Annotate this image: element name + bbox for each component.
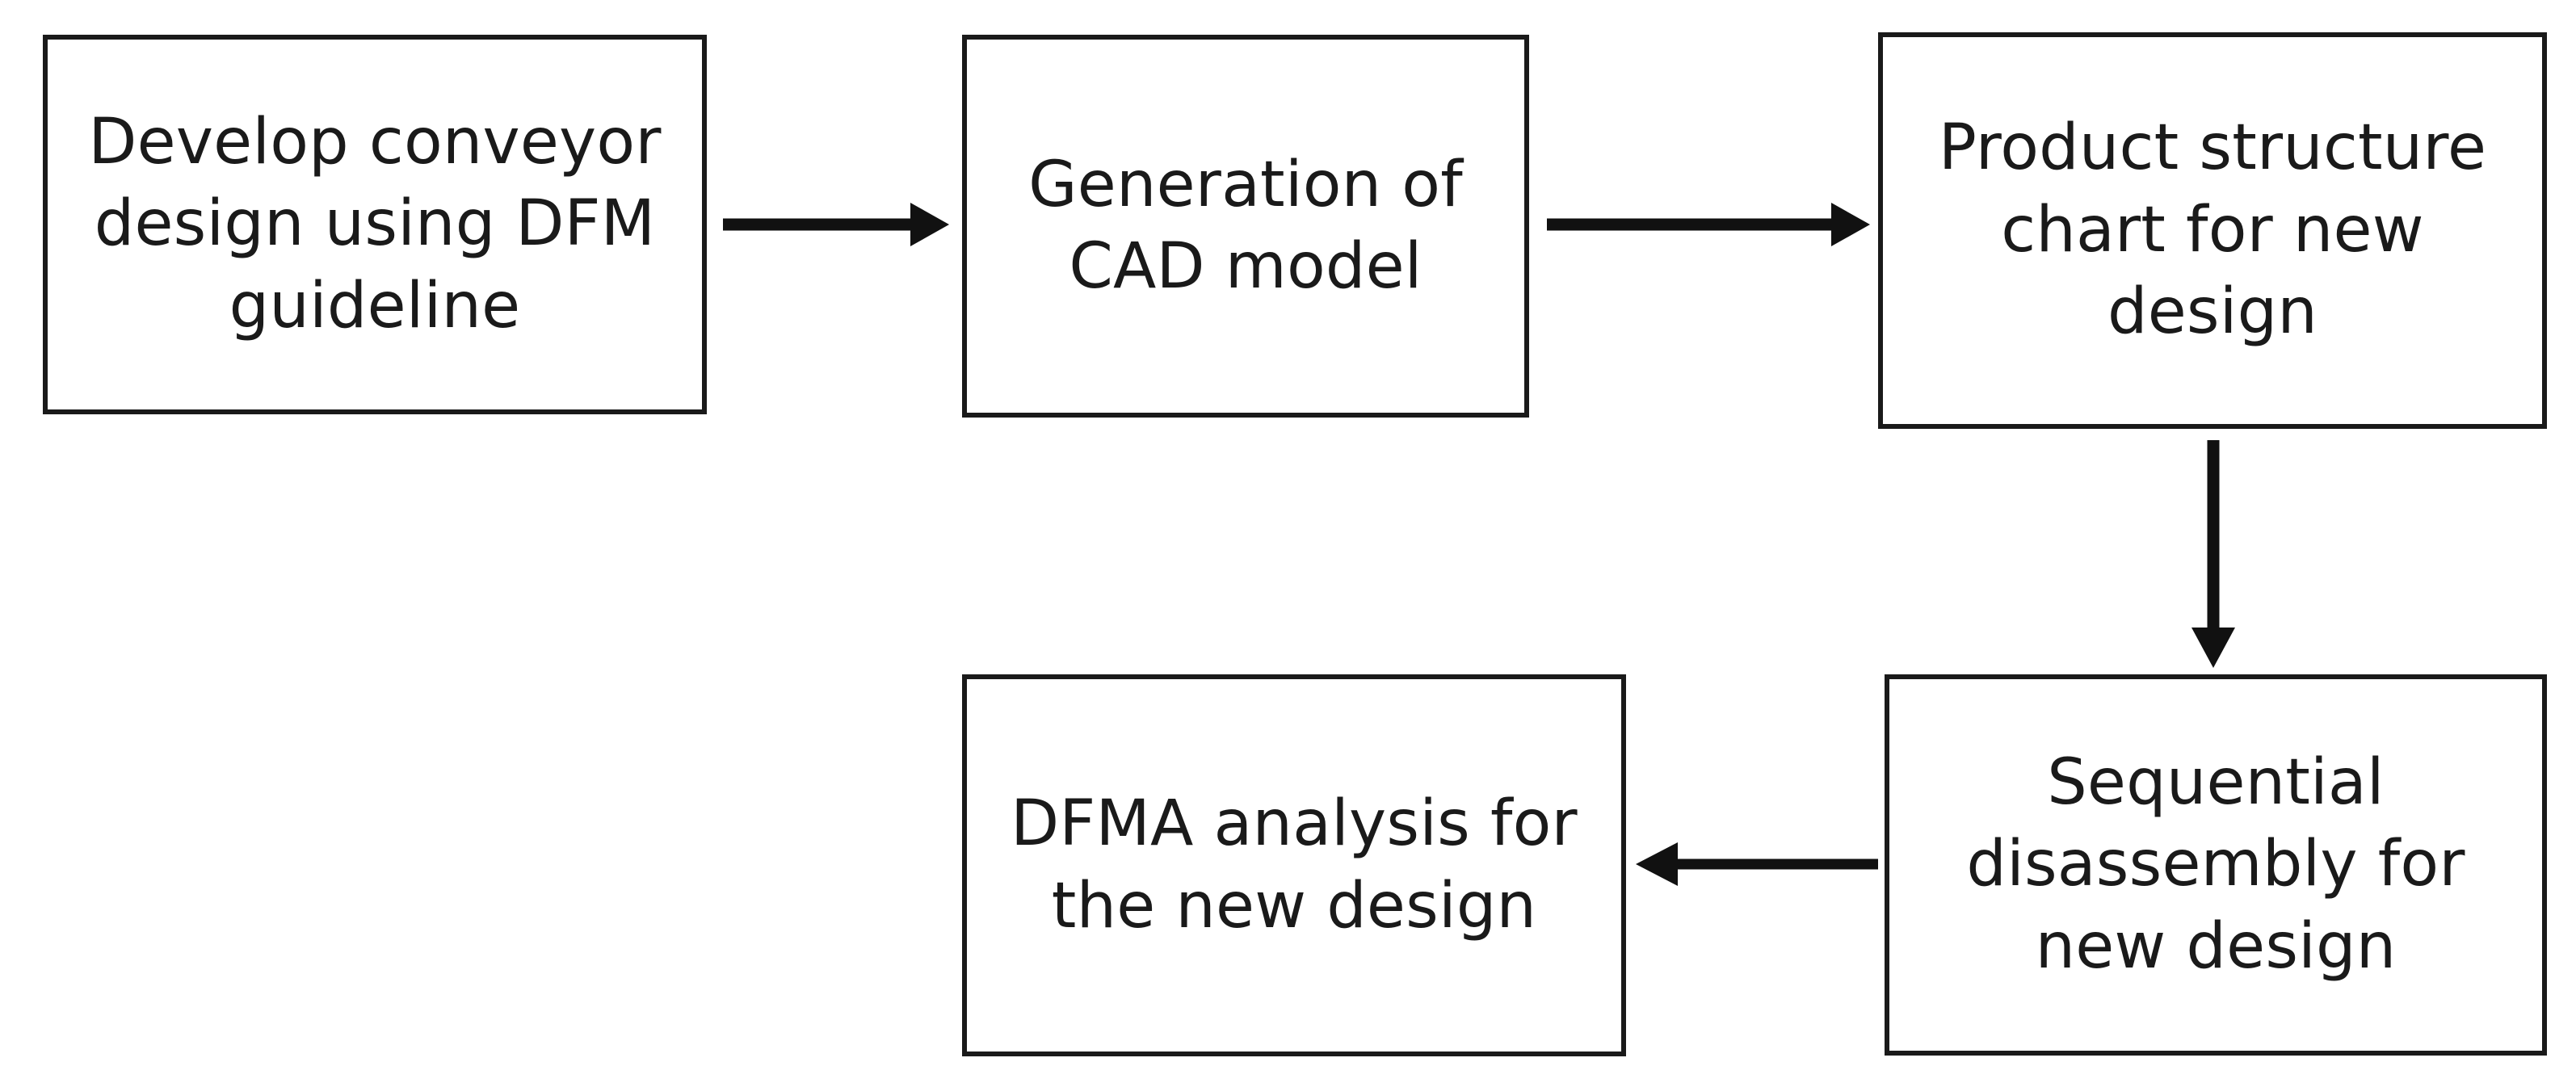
flow-node-label: Generation of CAD model	[1028, 148, 1463, 303]
arrow-cad-model-to-product-chart	[1547, 196, 1870, 253]
flow-node-label: DFMA analysis for the new design	[1011, 787, 1578, 942]
flow-node-cad-model[interactable]: Generation of CAD model	[962, 35, 1529, 418]
flow-node-dfma-analysis[interactable]: DFMA analysis for the new design	[962, 674, 1626, 1056]
flow-node-sequential-disassembly[interactable]: Sequential disassembly for new design	[1885, 674, 2547, 1056]
flow-node-label: Develop conveyor design using DFM guidel…	[88, 105, 662, 342]
arrow-develop-design-to-cad-model	[723, 196, 949, 253]
arrow-product-chart-to-sequential-disassembly	[2185, 440, 2242, 668]
flow-node-develop-design[interactable]: Develop conveyor design using DFM guidel…	[43, 35, 707, 414]
flow-node-label: Sequential disassembly for new design	[1966, 745, 2465, 983]
arrow-sequential-disassembly-to-dfma-analysis	[1636, 836, 1878, 892]
flow-node-label: Product structure chart for new design	[1938, 111, 2487, 349]
flow-node-product-structure-chart[interactable]: Product structure chart for new design	[1878, 32, 2547, 429]
